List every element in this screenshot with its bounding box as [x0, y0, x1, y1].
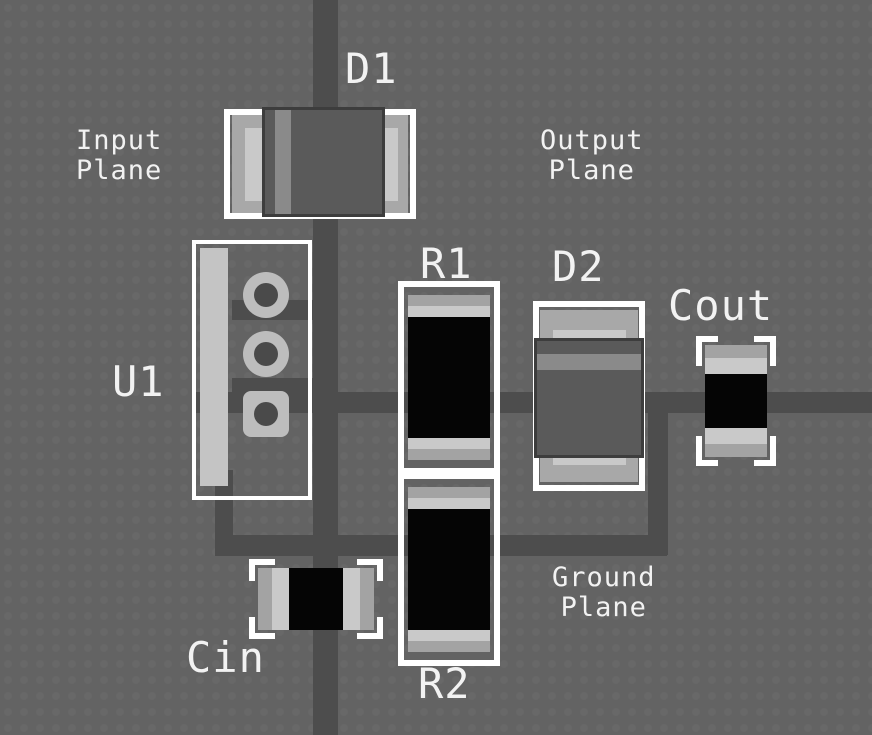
component-pad	[360, 568, 374, 630]
silkscreen-outline	[249, 559, 255, 581]
silkscreen-outline	[357, 633, 383, 639]
component-pad	[705, 358, 767, 374]
component-pad	[408, 295, 490, 306]
component-pad	[408, 498, 490, 509]
plane-label-line: Output	[540, 125, 644, 156]
plane-label-line: Plane	[76, 155, 163, 187]
component-pad	[245, 128, 265, 201]
component-d2[interactable]	[533, 301, 645, 491]
silkscreen-outline	[696, 336, 702, 366]
silkscreen-outline	[192, 240, 312, 500]
copper-trace	[215, 470, 233, 540]
silkscreen-outline	[754, 460, 776, 466]
component-body	[408, 509, 490, 630]
plane-label-line: Plane	[548, 155, 635, 187]
silkscreen-outline	[377, 559, 383, 581]
silkscreen-outline	[398, 479, 404, 660]
silkscreen-outline	[249, 617, 255, 639]
silkscreen-outline	[249, 559, 275, 565]
refdes-label-cin: Cin	[186, 633, 265, 682]
silkscreen-outline	[398, 281, 500, 287]
refdes-label-d2: D2	[552, 242, 605, 291]
component-pad	[258, 568, 272, 630]
refdes-label-u1: U1	[112, 357, 165, 406]
refdes-label-d1: D1	[345, 44, 398, 93]
copper-trace	[192, 392, 872, 413]
plane-label-line: Input	[76, 125, 163, 156]
component-pad	[408, 630, 490, 641]
silkscreen-outline	[494, 287, 500, 468]
plane-label-line: Plane	[560, 592, 647, 624]
copper-trace	[648, 392, 668, 555]
silkscreen-outline	[754, 336, 776, 342]
component-pad	[705, 345, 767, 358]
silkscreen-outline	[770, 336, 776, 366]
component-pad	[272, 568, 289, 630]
refdes-label-cout: Cout	[668, 281, 774, 330]
component-r1[interactable]	[398, 281, 500, 474]
refdes-label-r2: R2	[418, 659, 471, 708]
silkscreen-outline	[696, 436, 702, 466]
silkscreen-outline	[398, 287, 404, 468]
component-pad	[408, 641, 490, 652]
component-pad	[343, 568, 360, 630]
component-cout[interactable]	[696, 336, 776, 466]
silkscreen-outline	[377, 617, 383, 639]
plane-label-line: Ground	[552, 562, 656, 593]
component-pad	[705, 444, 767, 457]
component-pad	[408, 449, 490, 460]
cathode-stripe	[275, 110, 291, 214]
silkscreen-outline	[696, 336, 718, 342]
component-body	[705, 374, 767, 428]
component-u1[interactable]	[192, 240, 312, 500]
component-r2[interactable]	[398, 473, 500, 666]
cathode-stripe	[537, 354, 641, 370]
pin1-indicator-bar	[200, 248, 228, 486]
silkscreen-outline	[357, 559, 383, 565]
silkscreen-outline	[398, 660, 500, 666]
silkscreen-outline	[494, 479, 500, 660]
silkscreen-outline	[398, 473, 500, 479]
refdes-label-r1: R1	[420, 239, 473, 288]
component-cin[interactable]	[249, 559, 383, 639]
silkscreen-outline	[696, 460, 718, 466]
silkscreen-outline	[770, 436, 776, 466]
through-hole-drill	[254, 402, 278, 426]
silkscreen-outline	[249, 633, 275, 639]
component-pad	[408, 306, 490, 317]
through-hole-drill	[254, 283, 278, 307]
component-body	[408, 317, 490, 438]
component-pad	[705, 428, 767, 444]
component-pad	[408, 438, 490, 449]
component-d1[interactable]	[224, 107, 416, 219]
component-pad	[408, 487, 490, 498]
silkscreen-outline	[398, 468, 500, 474]
component-body	[289, 568, 343, 630]
through-hole-drill	[254, 342, 278, 366]
